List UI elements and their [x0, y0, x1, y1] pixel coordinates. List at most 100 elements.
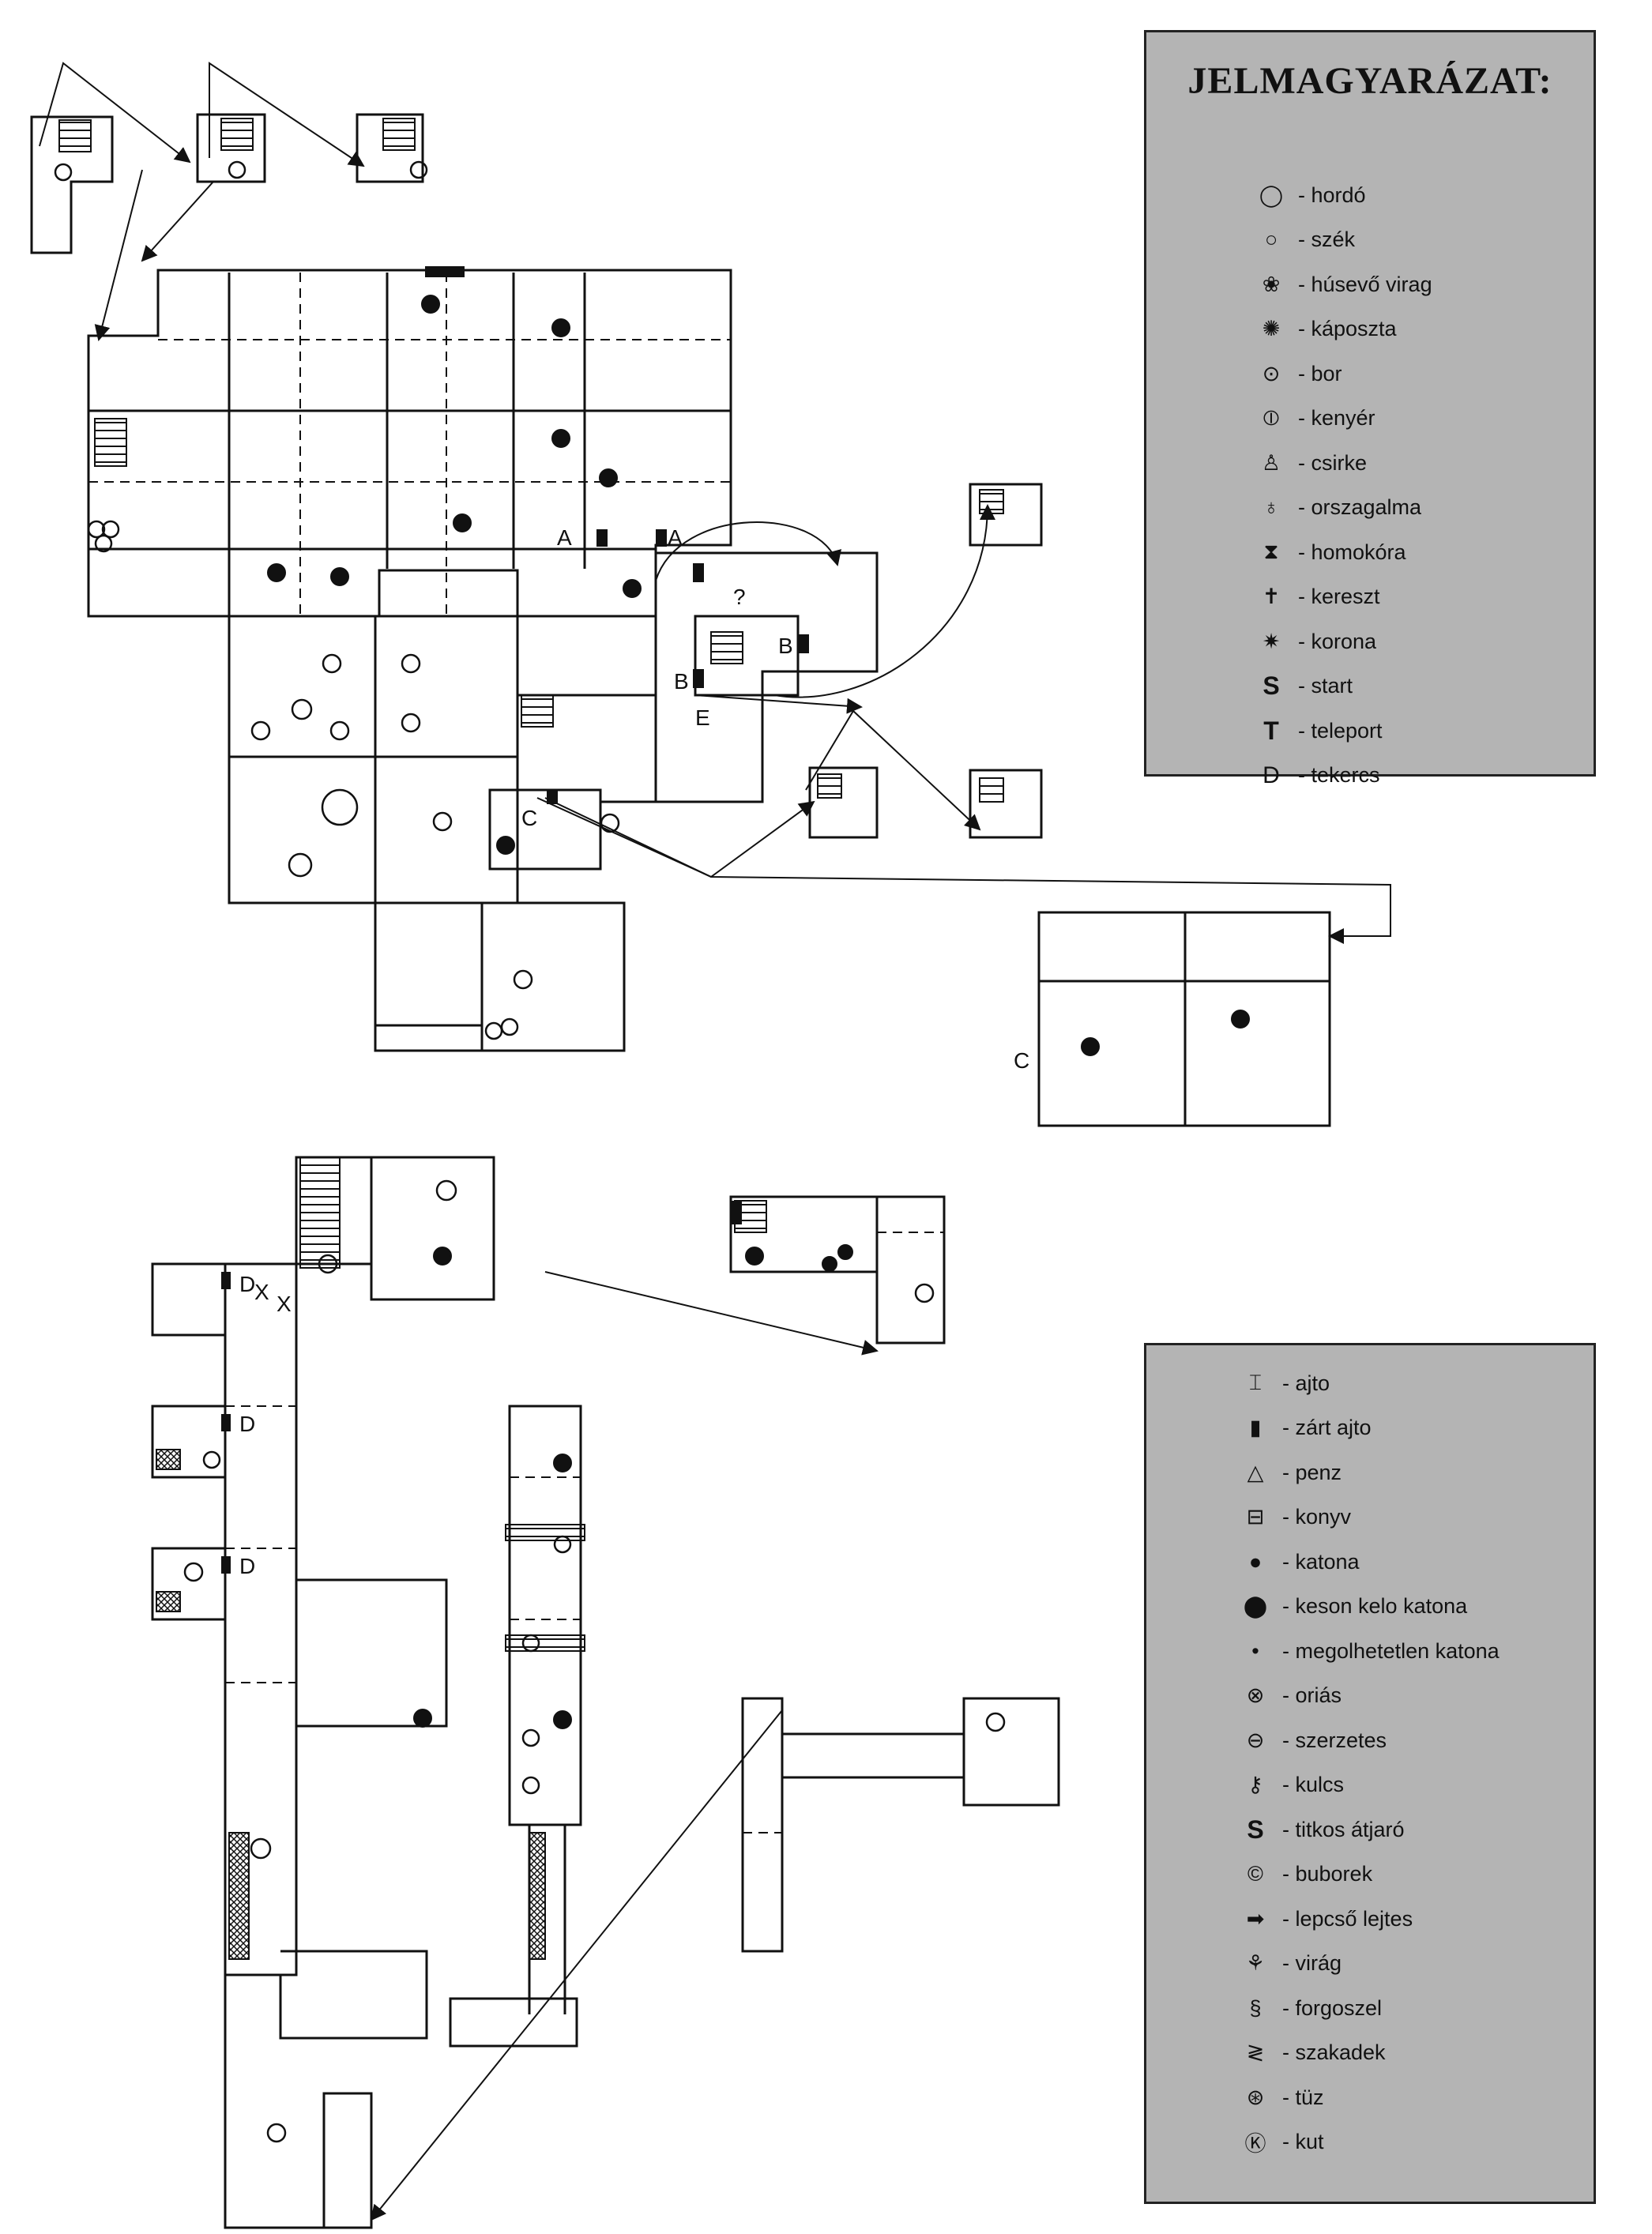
- legend-item: ➡- lepcső lejtes: [1233, 1897, 1500, 1942]
- legend-item: ⊙- bor: [1249, 352, 1432, 397]
- locked-door-icon: [596, 529, 608, 547]
- label-c: C: [1014, 1048, 1029, 1073]
- money-icon: △: [1247, 1460, 1264, 1484]
- barrel-icon: [500, 1017, 519, 1036]
- fire-icon: ⊛: [1246, 2085, 1265, 2109]
- monk-icon: ⊖: [1246, 1728, 1265, 1752]
- stairs-top-3: [382, 118, 416, 151]
- giant-icon: [266, 2123, 287, 2143]
- barrel-icon: [484, 1021, 503, 1040]
- teleport-icon: T: [1263, 716, 1279, 745]
- legend-item: ⚘- virág: [1233, 1942, 1500, 1987]
- soldier-icon: [330, 567, 349, 586]
- legend-item: ⧗- homokóra: [1249, 530, 1432, 575]
- scroll-icon: D: [1263, 762, 1280, 788]
- cross-icon: ✝: [1262, 585, 1281, 609]
- legend-item: T- teleport: [1249, 709, 1432, 754]
- castle-main: [87, 269, 732, 618]
- label-b: B: [778, 634, 793, 658]
- soldier-icon: [599, 468, 618, 487]
- crown-icon: ✷: [1262, 629, 1281, 653]
- label-c: C: [521, 806, 537, 830]
- label-d: D: [239, 1272, 255, 1296]
- soldier-icon: [1081, 1037, 1100, 1056]
- giant-icon: [318, 1254, 338, 1274]
- bubble-icon: [521, 1728, 540, 1747]
- soldier-icon: ●: [1248, 1549, 1263, 1574]
- carnivorous-flower-icon: ❀: [1262, 272, 1281, 296]
- castle-east: [654, 551, 879, 803]
- barrel-icon: [87, 520, 106, 539]
- locked-door-icon: [798, 634, 809, 653]
- stairs-top-2: [220, 118, 254, 151]
- soldier-icon: [413, 1709, 432, 1728]
- monk-icon: [291, 698, 313, 720]
- bubble-icon: ©: [1247, 1862, 1263, 1886]
- castle-south: [374, 901, 626, 1052]
- legend-item: ⌶- ajto: [1233, 1361, 1500, 1406]
- label-x: X: [254, 1280, 269, 1304]
- legend-item: S- start: [1249, 664, 1432, 709]
- label-d: D: [239, 1554, 255, 1578]
- legend-item: ⊟- konyv: [1233, 1495, 1500, 1540]
- locked-door-icon: [221, 1272, 231, 1289]
- giant-icon: ⊗: [1246, 1683, 1265, 1708]
- locked-door-icon: [425, 266, 465, 277]
- fire-icon: [322, 653, 342, 674]
- legend-item: ◯- hordó: [1249, 173, 1432, 218]
- center-column: [508, 1405, 582, 1826]
- chicken-icon: ♙: [1261, 450, 1281, 475]
- soldier-icon: [553, 1710, 572, 1729]
- hourglass-icon: ⧗: [1263, 540, 1279, 564]
- legend-item: ❀- húsevő virag: [1249, 262, 1432, 307]
- legend-item: §- forgoszel: [1233, 1986, 1500, 2031]
- barrel-icon: ◯: [1259, 182, 1284, 207]
- cabbage-icon: ✺: [1262, 317, 1281, 341]
- monk-icon: [435, 1179, 457, 1202]
- chair-icon: [202, 1450, 221, 1469]
- legend-item: ≷- szakadek: [1233, 2031, 1500, 2076]
- fire-icon: [401, 653, 421, 674]
- soldier-icon: [496, 836, 515, 855]
- monk-icon: [250, 1837, 272, 1860]
- bubble-icon: [521, 1634, 540, 1653]
- legend-item: S- titkos átjaró: [1233, 1807, 1500, 1852]
- start-icon: S: [1263, 671, 1280, 701]
- giant-icon: [513, 969, 533, 990]
- soldier-icon: [1231, 1010, 1250, 1029]
- bread-icon: ⦶: [1263, 405, 1279, 430]
- whirlwind-icon: §: [1249, 1995, 1262, 2020]
- giant-icon: [183, 1562, 204, 1582]
- barracks: [1037, 911, 1331, 1127]
- locked-door-icon: [221, 1414, 231, 1431]
- soldier-icon: [433, 1247, 452, 1266]
- late-soldier-icon: ⬤: [1243, 1594, 1268, 1619]
- soldier-icon: [745, 1247, 764, 1266]
- soldier-icon: [553, 1454, 572, 1472]
- giant-icon: [985, 1712, 1006, 1732]
- barrel-icon: [101, 520, 120, 539]
- fire-icon: [432, 811, 453, 832]
- bubble-icon: [521, 1776, 540, 1795]
- legend-item: Ⓚ- kut: [1233, 2120, 1500, 2165]
- legend-item: ♙- csirke: [1249, 441, 1432, 486]
- room-tl-2: [196, 113, 266, 183]
- orb-icon: ♁: [1263, 495, 1280, 520]
- stairs-down-icon: ➡: [1246, 1906, 1265, 1931]
- wine-icon: [288, 852, 313, 878]
- legend-item: ▮- zárt ajto: [1233, 1406, 1500, 1451]
- label-a: A: [668, 525, 683, 550]
- soldier-icon: [822, 1256, 837, 1272]
- legend-item: ●- katona: [1233, 1540, 1500, 1585]
- soldier-icon: [421, 295, 440, 314]
- legend-item: ✝- kereszt: [1249, 575, 1432, 620]
- label-question: ?: [733, 585, 746, 609]
- locked-door-icon: [656, 529, 667, 547]
- barrel-icon: [94, 534, 113, 553]
- soldier-icon: [623, 579, 642, 598]
- locked-door-icon: [693, 669, 704, 688]
- legend-item: ⦶- kenyér: [1249, 397, 1432, 442]
- bubble-icon: [54, 163, 73, 182]
- fire-icon: [401, 713, 421, 733]
- well-icon: Ⓚ: [1244, 2132, 1266, 2157]
